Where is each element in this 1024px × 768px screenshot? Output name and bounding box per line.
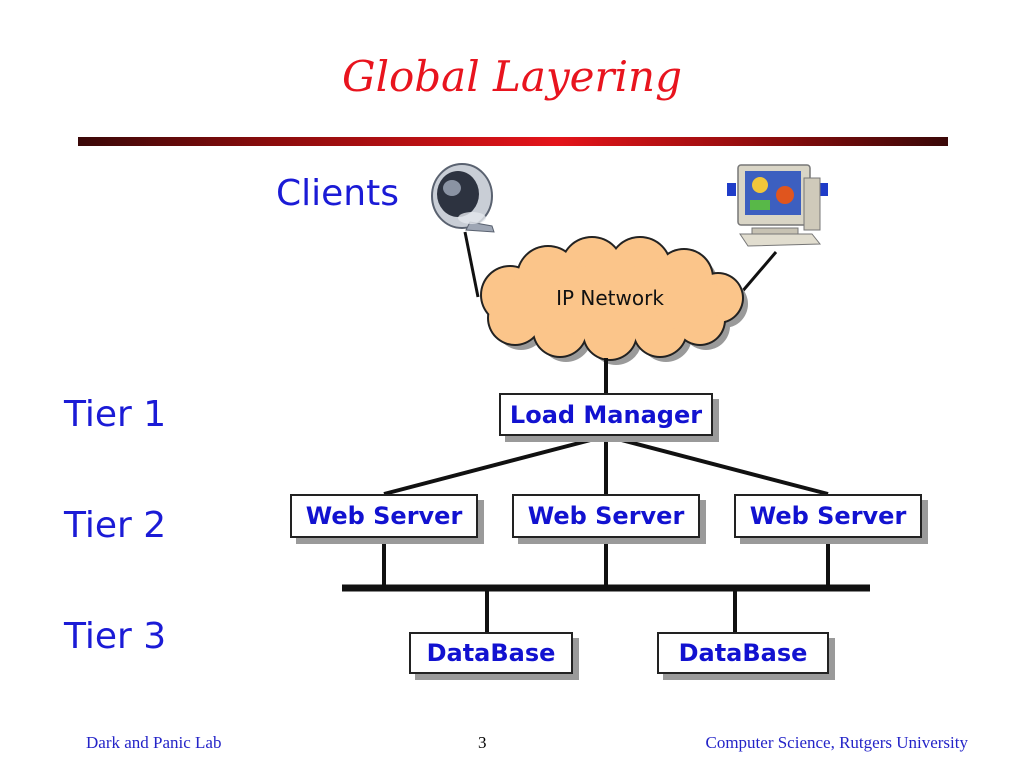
footer-lab-name: Dark and Panic Lab xyxy=(86,733,222,752)
desktop-pc-icon xyxy=(727,164,828,247)
footer-institution: Computer Science, Rutgers University xyxy=(705,733,968,752)
client-link-left xyxy=(463,231,480,298)
slide-title: Global Layering xyxy=(342,52,682,101)
ip-network-label: IP Network xyxy=(556,286,664,310)
lm-link-3 xyxy=(605,434,829,496)
imac-icon xyxy=(431,163,495,233)
web-server-box-1: Web Server xyxy=(290,494,478,538)
title-underline xyxy=(78,137,948,146)
database-box-2: DataBase xyxy=(657,632,829,674)
web-server-box-2: Web Server xyxy=(512,494,700,538)
load-manager-box: Load Manager xyxy=(499,393,713,436)
lm-link-1 xyxy=(383,434,607,496)
tier-2-label: Tier 2 xyxy=(64,505,167,546)
database-box-1: DataBase xyxy=(409,632,573,674)
web-server-box-3: Web Server xyxy=(734,494,922,538)
tier-3-label: Tier 3 xyxy=(64,616,167,657)
tier-1-label: Tier 1 xyxy=(64,394,167,435)
page-number: 3 xyxy=(478,733,487,752)
clients-label: Clients xyxy=(276,173,399,214)
cloud xyxy=(482,238,742,359)
